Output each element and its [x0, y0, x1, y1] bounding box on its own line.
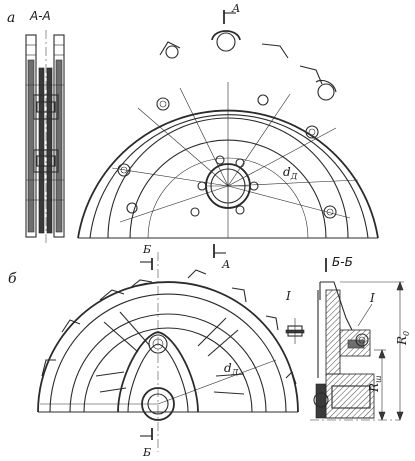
radius-inner-label: Rш: [367, 375, 383, 393]
gear-half-disc-a: [77, 10, 379, 258]
gear-half-disc-b: [37, 252, 299, 452]
section-bb-label: Б-Б: [332, 255, 353, 269]
radius-outer-label: R0: [395, 331, 411, 346]
section-aa-view: [25, 30, 65, 245]
detail-i-left-label: I: [285, 289, 291, 303]
panel-b-label: б: [8, 271, 17, 287]
cut-b-bottom-label: Б: [142, 446, 151, 459]
section-bb-view: [310, 258, 404, 421]
section-aa-label: А-А: [29, 9, 51, 23]
cut-a-bottom-label: А: [221, 258, 230, 271]
cut-b-top-label: Б: [142, 243, 151, 256]
diameter-label-b: dД: [224, 361, 239, 377]
detail-i-part: [285, 318, 305, 344]
diameter-label-a: dД: [283, 165, 298, 181]
cut-a-top-label: А: [231, 2, 240, 15]
detail-i-right-label: I: [369, 291, 375, 305]
panel-a-label: а: [7, 10, 15, 26]
